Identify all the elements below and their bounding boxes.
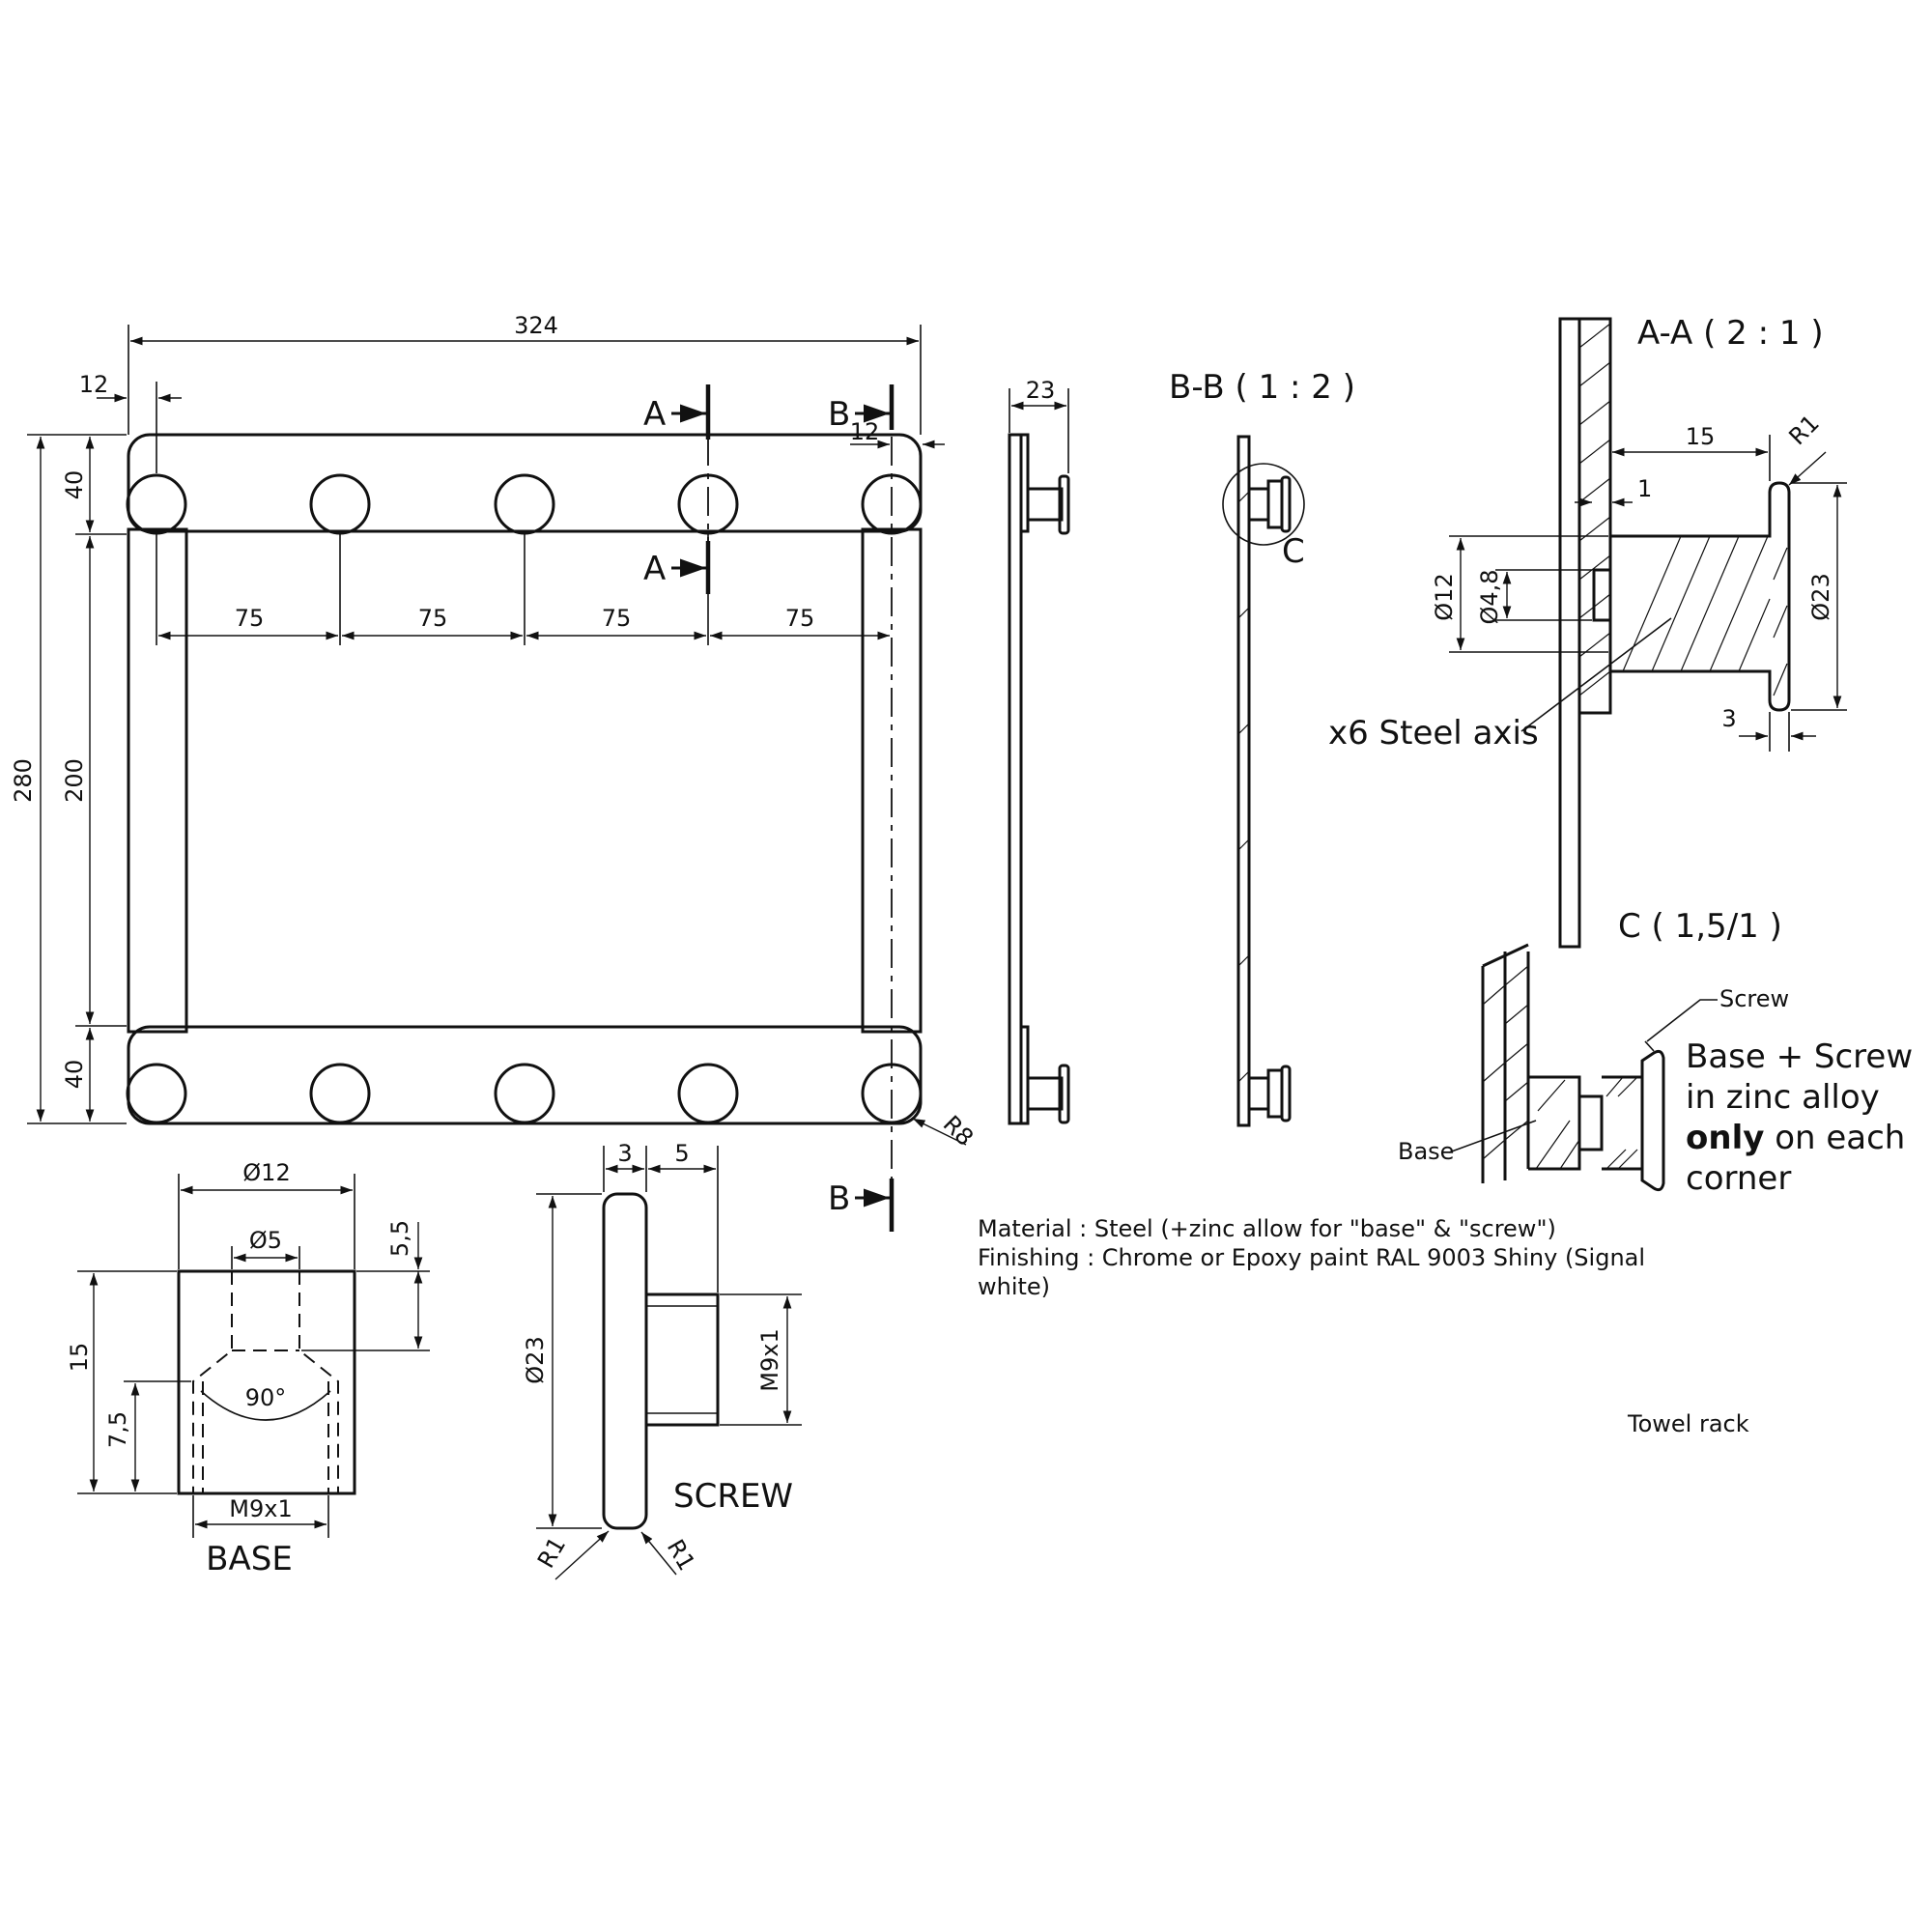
hook-knob (309, 1063, 371, 1124)
screw-dim-thread: M9x1 (756, 1328, 783, 1391)
detail-c-title: C ( 1,5/1 ) (1618, 907, 1782, 946)
dim-overall-height: 280 (10, 758, 37, 803)
hook-knob (494, 1063, 555, 1124)
detail-c-screw-head (1640, 1049, 1665, 1192)
screw-part: 3 5 Ø23 M9x1 R1 R1 SCREW (522, 1140, 802, 1580)
base-title: BASE (206, 1540, 293, 1578)
screw-dim-radius-right: R1 (662, 1535, 700, 1576)
aa-dim-length: 15 (1686, 423, 1716, 450)
detail-c: C ( 1,5/1 ) Scre (1398, 907, 1913, 1198)
hook-knob (677, 1063, 739, 1124)
note-material: Material : Steel (+zinc allow for "base"… (978, 1215, 1556, 1242)
aa-dim-head: Ø23 (1807, 573, 1834, 620)
base-dim-hole: Ø5 (249, 1227, 282, 1254)
bottom-bar (127, 1025, 923, 1125)
hook-knob (126, 1063, 187, 1124)
detail-c-circle (1222, 463, 1305, 546)
screw-head (602, 1192, 648, 1530)
section-bb-plate (1236, 435, 1251, 1127)
note-finishing-1: Finishing : Chrome or Epoxy paint RAL 90… (978, 1244, 1645, 1271)
base-part: 90° Ø12 Ø5 15 7,5 5,5 M9x1 BASE (66, 1159, 430, 1578)
section-a-label-bottom: A (643, 550, 666, 588)
detail-c-note-1: Base + Screw (1686, 1037, 1913, 1076)
section-aa: A-A ( 2 : 1 ) (1328, 314, 1847, 949)
dim-spacing-2: 75 (418, 605, 448, 632)
screw-shank (644, 1293, 720, 1427)
section-b-label-bottom: B (828, 1179, 850, 1218)
hook-knob (494, 473, 555, 535)
aa-dim-head-thickness: 3 (1721, 705, 1736, 732)
hook-knob (126, 473, 187, 535)
dim-top-band: 40 (61, 470, 88, 500)
detail-c-note-2: in zinc alloy (1686, 1078, 1880, 1117)
base-angle: 90° (245, 1384, 287, 1411)
aa-axis (1608, 481, 1791, 712)
detail-c-marker: C (1282, 532, 1305, 571)
screw-dim-head-diam: Ø23 (522, 1336, 549, 1383)
aa-dim-outer: Ø12 (1431, 573, 1458, 620)
detail-c-screw-label: Screw (1719, 985, 1789, 1012)
screw-dim-radius-left: R1 (532, 1532, 571, 1573)
dim-left-offset: 12 (79, 371, 109, 398)
side-view: 23 (1008, 377, 1070, 1125)
dim-spacing-1: 75 (235, 605, 265, 632)
dim-corner-radius: R8 (938, 1110, 979, 1151)
dim-bottom-band: 40 (61, 1060, 88, 1090)
base-dim-outer: Ø12 (242, 1159, 290, 1186)
aa-dim-inner: Ø4,8 (1476, 569, 1503, 624)
section-a-label-top: A (643, 395, 666, 434)
dim-side-thickness: 23 (1026, 377, 1056, 404)
section-aa-title: A-A ( 2 : 1 ) (1637, 314, 1824, 353)
detail-c-note-3: only on each (1686, 1119, 1905, 1157)
dim-right-offset: 12 (850, 418, 880, 445)
section-bb: B-B ( 1 : 2 ) C (1169, 368, 1355, 1127)
detail-c-note-bold: only (1686, 1119, 1764, 1157)
top-bar (127, 433, 923, 533)
screw-dim-shank: 5 (674, 1140, 689, 1167)
base-dim-thread-depth: 7,5 (104, 1411, 131, 1448)
base-dim-hole-depth: 5,5 (386, 1220, 413, 1257)
aa-callout: x6 Steel axis (1328, 714, 1539, 753)
side-plate (1008, 433, 1023, 1125)
notes: Material : Steel (+zinc allow for "base"… (978, 1215, 1645, 1300)
base-outline (177, 1269, 356, 1495)
detail-c-note-3-rest: on each (1764, 1119, 1905, 1157)
aa-plate (1558, 317, 1581, 949)
aa-dim-radius: R1 (1783, 410, 1824, 450)
base-dim-thread: M9x1 (229, 1495, 292, 1522)
title-block-name: Towel rack (1627, 1410, 1749, 1437)
left-rail (127, 527, 188, 1034)
detail-c-plate (1481, 943, 1530, 1183)
section-b-label-top: B (828, 395, 850, 434)
front-view: A A B B 324 12 12 280 40 (10, 312, 979, 1232)
screw-dim-head-thickness: 3 (617, 1140, 632, 1167)
dim-spacing-3: 75 (602, 605, 632, 632)
dim-overall-width: 324 (514, 312, 558, 339)
aa-dim-step: 1 (1637, 475, 1652, 502)
screw-title: SCREW (673, 1477, 793, 1516)
base-dim-height: 15 (66, 1343, 93, 1373)
dim-middle: 200 (61, 758, 88, 803)
hook-knob (309, 473, 371, 535)
dim-spacing-4: 75 (785, 605, 815, 632)
detail-c-note-4: corner (1686, 1159, 1791, 1198)
detail-c-base-label: Base (1398, 1138, 1454, 1165)
note-finishing-2: white) (978, 1273, 1050, 1300)
section-bb-title: B-B ( 1 : 2 ) (1169, 368, 1355, 407)
